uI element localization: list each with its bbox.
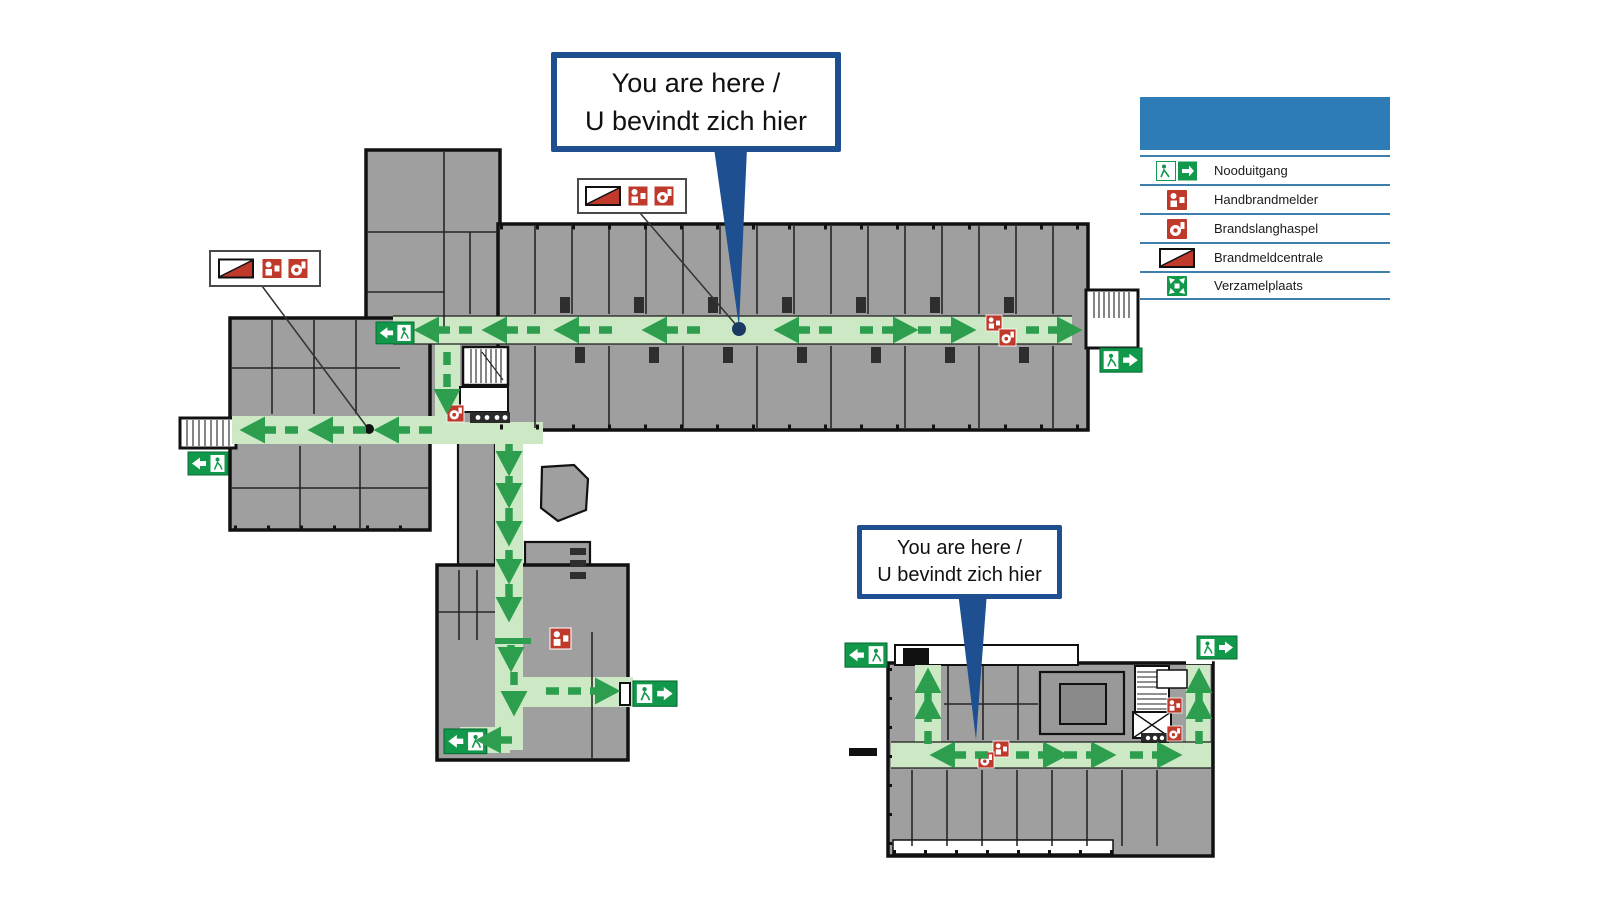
legend-item-nooduitgang: Nooduitgang [1140, 155, 1390, 184]
fire-alarm-panel-icon [1140, 247, 1214, 268]
callout-line: You are here / [611, 67, 781, 98]
manual-fire-alarm-icon [1140, 189, 1214, 210]
assembly-point-icon [1140, 275, 1214, 296]
callout-line: U bevindt zich hier [877, 564, 1042, 586]
equipment-location-dot [364, 424, 374, 434]
legend-item-label: Nooduitgang [1214, 163, 1288, 178]
fire-hose-reel-icon [1166, 725, 1183, 742]
top-annex [894, 644, 1079, 666]
legend-item-label: Brandslanghaspel [1214, 221, 1319, 236]
fire-hose-reel-icon [1140, 218, 1214, 239]
legend-item-verzamelplaats: Verzamelplaats [1140, 271, 1390, 300]
callout-pointer [714, 148, 747, 327]
manual-fire-alarm-icon [549, 627, 572, 650]
legend-item-brandmeldcentrale: Brandmeldcentrale [1140, 242, 1390, 271]
fire-equipment-callout-box [209, 250, 321, 287]
room-divider-lines [888, 666, 1211, 854]
emergency-exit-sign [443, 728, 488, 755]
escape-route-arrows [914, 667, 1213, 769]
fire-alarm-panel-icon [218, 258, 254, 279]
main-floorplan [178, 148, 1143, 762]
you-are-here-callout-top: You are here / U bevindt zich hier [551, 52, 841, 152]
secondary-floorplan [844, 635, 1238, 858]
fire-equipment-callout-box [577, 178, 687, 214]
legend-item-label: Brandmeldcentrale [1214, 250, 1324, 265]
core-stair-kitchen [459, 345, 510, 423]
bottom-annex [892, 839, 1114, 855]
callout-pointer [958, 592, 987, 740]
emergency-exit-sign [632, 680, 678, 708]
mid-rooms [456, 428, 497, 572]
core-room [459, 386, 509, 413]
manual-fire-alarm-icon [261, 258, 283, 279]
exit-door [619, 682, 631, 706]
scale-dash [849, 748, 877, 756]
you-are-here-callout-bottom: You are here / U bevindt zich hier [857, 525, 1062, 599]
building-blocks [228, 148, 1090, 762]
callout-line: U bevindt zich hier [584, 105, 808, 136]
emergency-exit-icon [1140, 160, 1214, 181]
manual-fire-alarm-icon [992, 740, 1010, 758]
legend-item-label: Handbrandmelder [1214, 192, 1319, 207]
emergency-exit-sign [187, 451, 229, 476]
equipment-leader-line [639, 212, 738, 327]
bathroom-pods [560, 297, 1029, 363]
manual-fire-alarm-icon [1166, 697, 1183, 714]
fire-hose-reel-icon [287, 258, 309, 279]
equipment-leader-line [261, 285, 368, 428]
escape-route-arrows [239, 316, 1083, 754]
fire-hose-reel-icon [446, 404, 465, 423]
legend-item-label: Verzamelplaats [1214, 278, 1303, 293]
fire-hose-reel-icon [653, 185, 675, 207]
legend-panel: Nooduitgang Handbrandmelder Brandslangha… [1140, 97, 1390, 300]
you-are-here-dot [732, 322, 746, 336]
fire-alarm-panel-icon [585, 186, 621, 206]
legend-item-brandslanghaspel: Brandslanghaspel [1140, 213, 1390, 242]
emergency-exit-sign [375, 321, 415, 345]
manual-fire-alarm-icon [627, 185, 649, 207]
pentagon-room [539, 463, 590, 523]
legend-header [1140, 97, 1390, 150]
legend-item-handbrandmelder: Handbrandmelder [1140, 184, 1390, 213]
west-stairwell [178, 416, 238, 450]
fire-hose-reel-icon [998, 328, 1017, 347]
room-divider-lines [232, 152, 1072, 758]
emergency-exit-sign [844, 642, 888, 668]
emergency-exit-sign [1099, 347, 1143, 373]
stair-core [1132, 665, 1188, 743]
emergency-exit-sign [1196, 635, 1238, 660]
kitchen-counter [470, 412, 510, 423]
callout-line: You are here / [897, 537, 1022, 559]
